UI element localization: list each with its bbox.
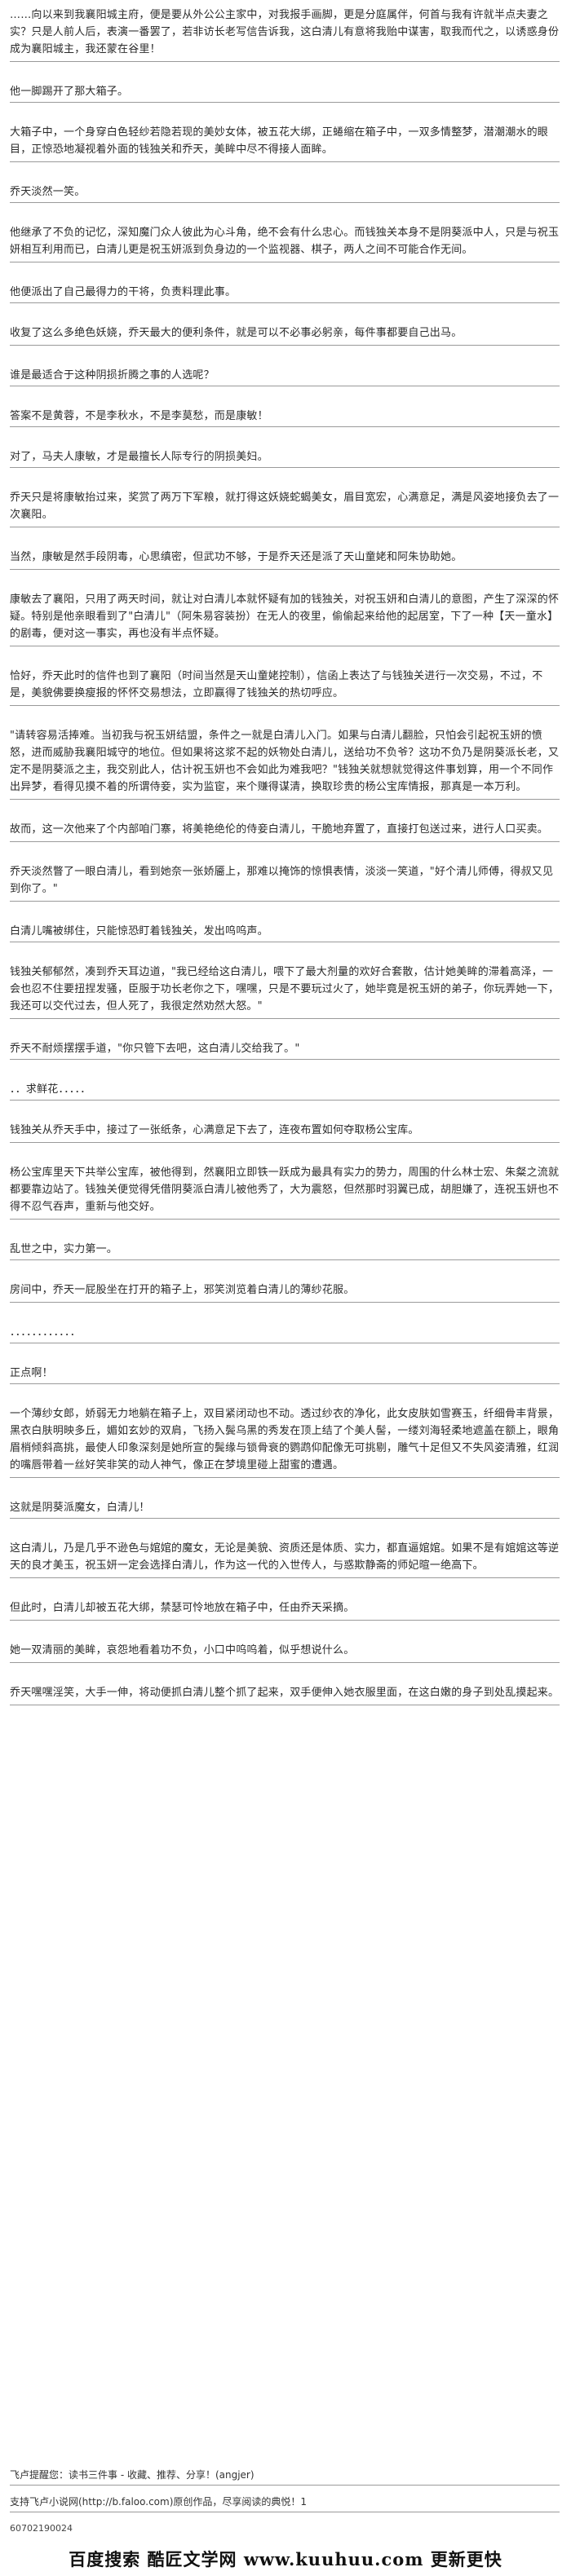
paragraph: 这就是阴葵派魔女，白清儿！ [10, 1494, 560, 1519]
paragraph: ．．．．．．．．．．．． [10, 1319, 560, 1343]
paragraph: 他继承了不负的记忆，深知魔门众人彼此为心斗角，绝不会有什么忠心。而钱独关本身不是… [10, 219, 560, 262]
paragraph: 乔天淡然一笑。 [10, 179, 560, 203]
paragraph: ．．求鲜花．．．．． [10, 1076, 560, 1101]
paragraph: "请转容易活捧难。当初我与祝玉妍结盟，条件之一就是白清儿入门。如果与白清儿翻脸，… [10, 722, 560, 800]
page-footer: 飞卢提醒您：读书三件事 - 收藏、推荐、分享！(angjer) 支持飞卢小说网(… [10, 2467, 560, 2537]
paragraph: 对了，马夫人康敏，才是最擅长人际专行的阴损美妇。 [10, 443, 560, 468]
paragraph: 白清儿嘴被绑住，只能惊恐盯着钱独关，发出呜呜声。 [10, 918, 560, 942]
paragraph: 她一双清丽的美眸，哀怨地看着功不负，小口中呜呜着，似乎想说什么。 [10, 1637, 560, 1663]
paragraph: 这白清儿，乃是几乎不逊色与婠婠的魔女，无论是美貌、资质还是体质、实力，都直逼婠婠… [10, 1535, 560, 1578]
paragraph: 乔天不耐烦摆摆手道，"你只管下去吧，这白清儿交给我了。" [10, 1035, 560, 1060]
footer-id: 60702190024 [10, 2523, 73, 2534]
paragraph: 恰好，乔天此时的信件也到了襄阳（时间当然是天山童姥控制），信函上表达了与钱独关进… [10, 663, 560, 706]
footer-support: 支持飞卢小说网(http://b.faloo.com)原创作品，尽享阅读的典悦！… [10, 2494, 560, 2512]
paragraph: 故而，这一次他来了个内部咱门寨，将美艳绝伦的侍妾白清儿，干脆地弃置了，直接打包送… [10, 816, 560, 842]
site-brand-banner: 百度搜索 酷匠文学网 www.kuuhuu.com 更新更快 [69, 2549, 502, 2569]
paragraph: 但此时，白清儿却被五花大绑，禁瑟可怜地放在箱子中，任由乔天采摘。 [10, 1595, 560, 1621]
paragraph: 大箱子中，一个身穿白色轻纱若隐若现的美妙女体，被五花大绑，正蜷缩在箱子中，一双多… [10, 119, 560, 162]
paragraph: 乔天嘿嘿淫笑，大手一伸，将动便抓白清儿整个抓了起来，双手便伸入她衣服里面，在这白… [10, 1679, 560, 1705]
paragraph: 一个薄纱女郎，娇弱无力地躺在箱子上，双目紧闭动也不动。透过纱衣的净化，此女皮肤如… [10, 1400, 560, 1478]
paragraph: 乱世之中，实力第一。 [10, 1236, 560, 1260]
paragraph: 收复了这么多绝色妖娆，乔天最大的便利条件，就是可以不必事必躬亲，每件事都要自己出… [10, 320, 560, 346]
paragraph: 房间中，乔天一屁股坐在打开的箱子上，邪笑浏览着白清儿的薄纱花服。 [10, 1277, 560, 1303]
footer-notice: 飞卢提醒您：读书三件事 - 收藏、推荐、分享！(angjer) [10, 2467, 560, 2486]
paragraph: 他便派出了自己最得力的干将，负责料理此事。 [10, 279, 560, 303]
paragraph: 谁是最适合于这种阴损折腾之事的人选呢？ [10, 362, 560, 386]
paragraph: 杨公宝库里天下共举公宝库，被他得到，然襄阳立即铁一跃成为最具有实力的势力，周围的… [10, 1159, 560, 1220]
paragraph: 乔天只是将康敏抬过来，奖赏了两万下军粮，就打得这妖娆蛇蝎美女，眉目宽宏，心满意足… [10, 484, 560, 527]
paragraph: 当然，康敏是然手段阴毒，心思缜密，但武功不够，于是乔天还是派了天山童姥和阿朱协助… [10, 544, 560, 570]
paragraph: 钱独关从乔天手中，接过了一张纸条，心满意足下去了，连夜布置如何夺取杨公宝库。 [10, 1117, 560, 1143]
chapter-body: ……向以来到我襄阳城主府，便是要从外公公主家中，对我报手画脚，更是分庭属伴，何首… [10, 2, 560, 1705]
paragraph: 康敏去了襄阳，只用了两天时间，就让对白清儿本就怀疑有加的钱独关，对祝玉妍和白清儿… [10, 586, 560, 646]
paragraph: 答案不是黄蓉，不是李秋水，不是李莫愁，而是康敏！ [10, 403, 560, 427]
paragraph: ……向以来到我襄阳城主府，便是要从外公公主家中，对我报手画脚，更是分庭属伴，何首… [10, 2, 560, 62]
paragraph: 正点啊！ [10, 1360, 560, 1384]
paragraph: 乔天淡然瞥了一眼白清儿，看到她奈一张娇靥上，那难以掩饰的惊惧表情，淡淡一笑道，"… [10, 858, 560, 902]
paragraph: 钱独关郁郁然，凑到乔天耳边道，"我已经给这白清儿，喂下了最大剂量的欢好合套散，估… [10, 959, 560, 1019]
paragraph: 他一脚踢开了那大箱子。 [10, 78, 560, 103]
